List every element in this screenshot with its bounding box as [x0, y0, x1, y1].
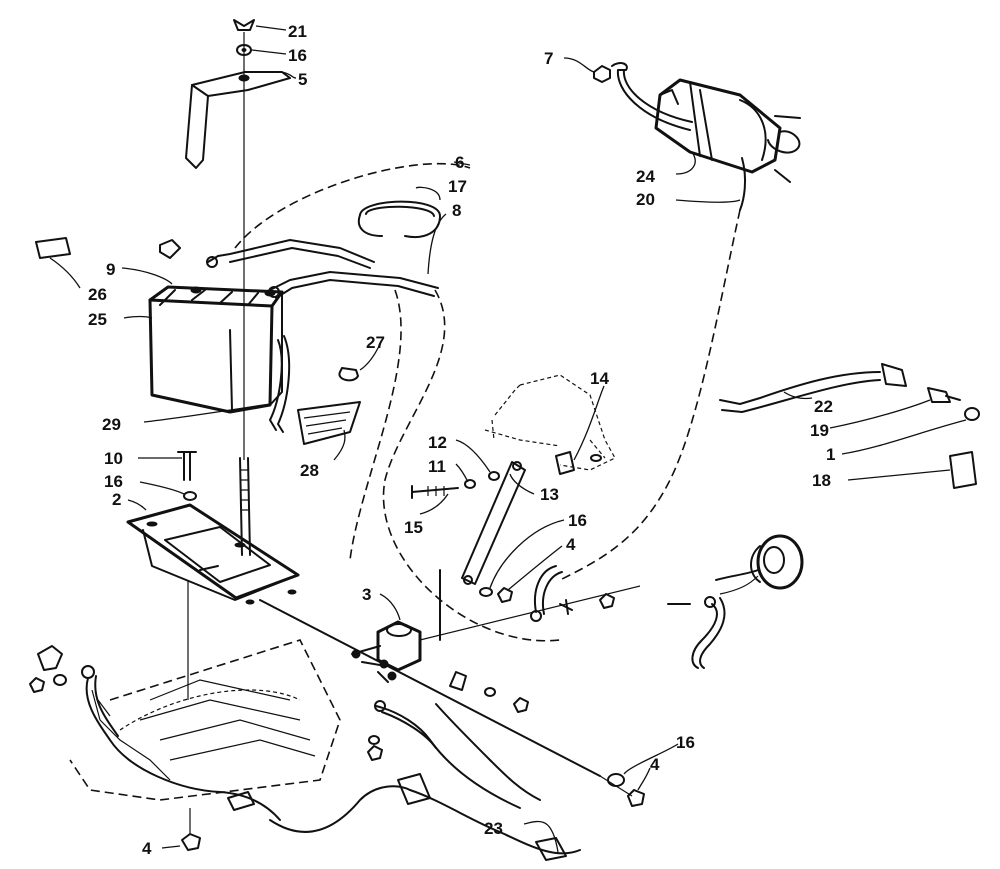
callout-16-tray: 16 — [104, 472, 123, 491]
positive-battery-cable — [206, 239, 375, 269]
left-bottom-nut — [181, 833, 201, 851]
callout-4-bottom: 4 — [142, 839, 152, 858]
main-harness-23 — [269, 703, 581, 861]
switch-19 — [927, 387, 961, 403]
link-nut-4 — [497, 587, 513, 603]
axis-tail — [599, 775, 633, 797]
terminal-boot — [37, 645, 63, 671]
decal-26 — [35, 237, 71, 259]
callout-28: 28 — [300, 461, 319, 480]
callout-19: 19 — [810, 421, 829, 440]
callout-25: 25 — [88, 310, 107, 329]
clip-27 — [338, 367, 359, 382]
left-wire-harness — [85, 675, 281, 821]
wing-nut — [233, 19, 255, 31]
battery — [148, 285, 284, 414]
base-plate — [69, 639, 341, 801]
horn-cable — [667, 596, 726, 669]
spacer-14 — [555, 451, 602, 475]
solenoid-axis — [259, 599, 601, 777]
leader-lines — [49, 25, 967, 853]
callout-2: 2 — [112, 490, 121, 509]
callout-16-link: 16 — [568, 511, 587, 530]
cable-routing-6 — [234, 162, 471, 249]
callout-24: 24 — [636, 167, 655, 186]
starter-nut — [593, 65, 611, 83]
callout-15: 15 — [404, 518, 423, 537]
callout-4-link: 4 — [566, 535, 576, 554]
cable-routing-8 — [382, 289, 561, 642]
harness-terminals — [367, 671, 529, 761]
tray-bolt — [177, 451, 197, 481]
starter-cable — [611, 62, 693, 131]
battery-strap — [357, 200, 441, 238]
callout-3: 3 — [362, 585, 371, 604]
callout-16-washer: 16 — [288, 46, 307, 65]
callout-4-axis: 4 — [650, 755, 660, 774]
ground-nut — [599, 593, 615, 609]
cable-routing-long — [349, 289, 402, 561]
callout-13: 13 — [540, 485, 559, 504]
decal-18 — [949, 451, 977, 489]
callout-6: 6 — [455, 153, 464, 172]
callout-1: 1 — [826, 445, 835, 464]
callout-21: 21 — [288, 22, 307, 41]
solenoid-axis-2 — [419, 585, 641, 641]
callout-17: 17 — [448, 177, 467, 196]
callout-14: 14 — [590, 369, 609, 388]
callout-18: 18 — [812, 471, 831, 490]
callout-11: 11 — [428, 457, 446, 476]
link-washer-16 — [479, 587, 493, 597]
negative-battery-cable — [268, 271, 439, 299]
callout-16-axis: 16 — [676, 733, 695, 752]
callout-8: 8 — [452, 201, 461, 220]
left-nut-washer — [29, 665, 95, 693]
link-washer-12 — [488, 471, 500, 481]
switch-nut-1 — [964, 407, 980, 421]
callout-10: 10 — [104, 449, 123, 468]
horn-device — [715, 534, 804, 590]
switch-harness-22 — [719, 363, 907, 413]
battery-terminal-cap — [159, 239, 181, 259]
callout-labels: 21 16 5 7 6 17 8 24 20 9 26 25 27 14 22 … — [88, 22, 835, 858]
solenoid-link — [461, 461, 526, 585]
horn-route-line — [719, 575, 759, 595]
pad-28 — [297, 401, 361, 445]
vent-tube — [269, 335, 291, 433]
callout-23: 23 — [484, 819, 503, 838]
callout-7: 7 — [544, 49, 553, 68]
callout-12: 12 — [428, 433, 447, 452]
hold-down-bracket — [185, 71, 291, 169]
mount-bracket-14 — [484, 374, 616, 471]
starter-wire-routing — [559, 209, 741, 581]
tray-washer — [183, 491, 197, 501]
starter-wire-20 — [739, 157, 747, 211]
callout-9: 9 — [106, 260, 115, 279]
callout-20: 20 — [636, 190, 655, 209]
link-washer-11 — [464, 479, 476, 489]
callout-29: 29 — [102, 415, 121, 434]
battery-tray — [126, 503, 300, 605]
axis-washer — [607, 773, 625, 787]
link-bolt-15 — [411, 485, 459, 499]
callout-5: 5 — [298, 70, 307, 89]
ground-cable — [530, 565, 573, 622]
callout-27: 27 — [366, 333, 385, 352]
axis-nut — [627, 789, 645, 807]
callout-26: 26 — [88, 285, 107, 304]
starter-motor — [654, 78, 801, 183]
callout-22: 22 — [814, 397, 833, 416]
